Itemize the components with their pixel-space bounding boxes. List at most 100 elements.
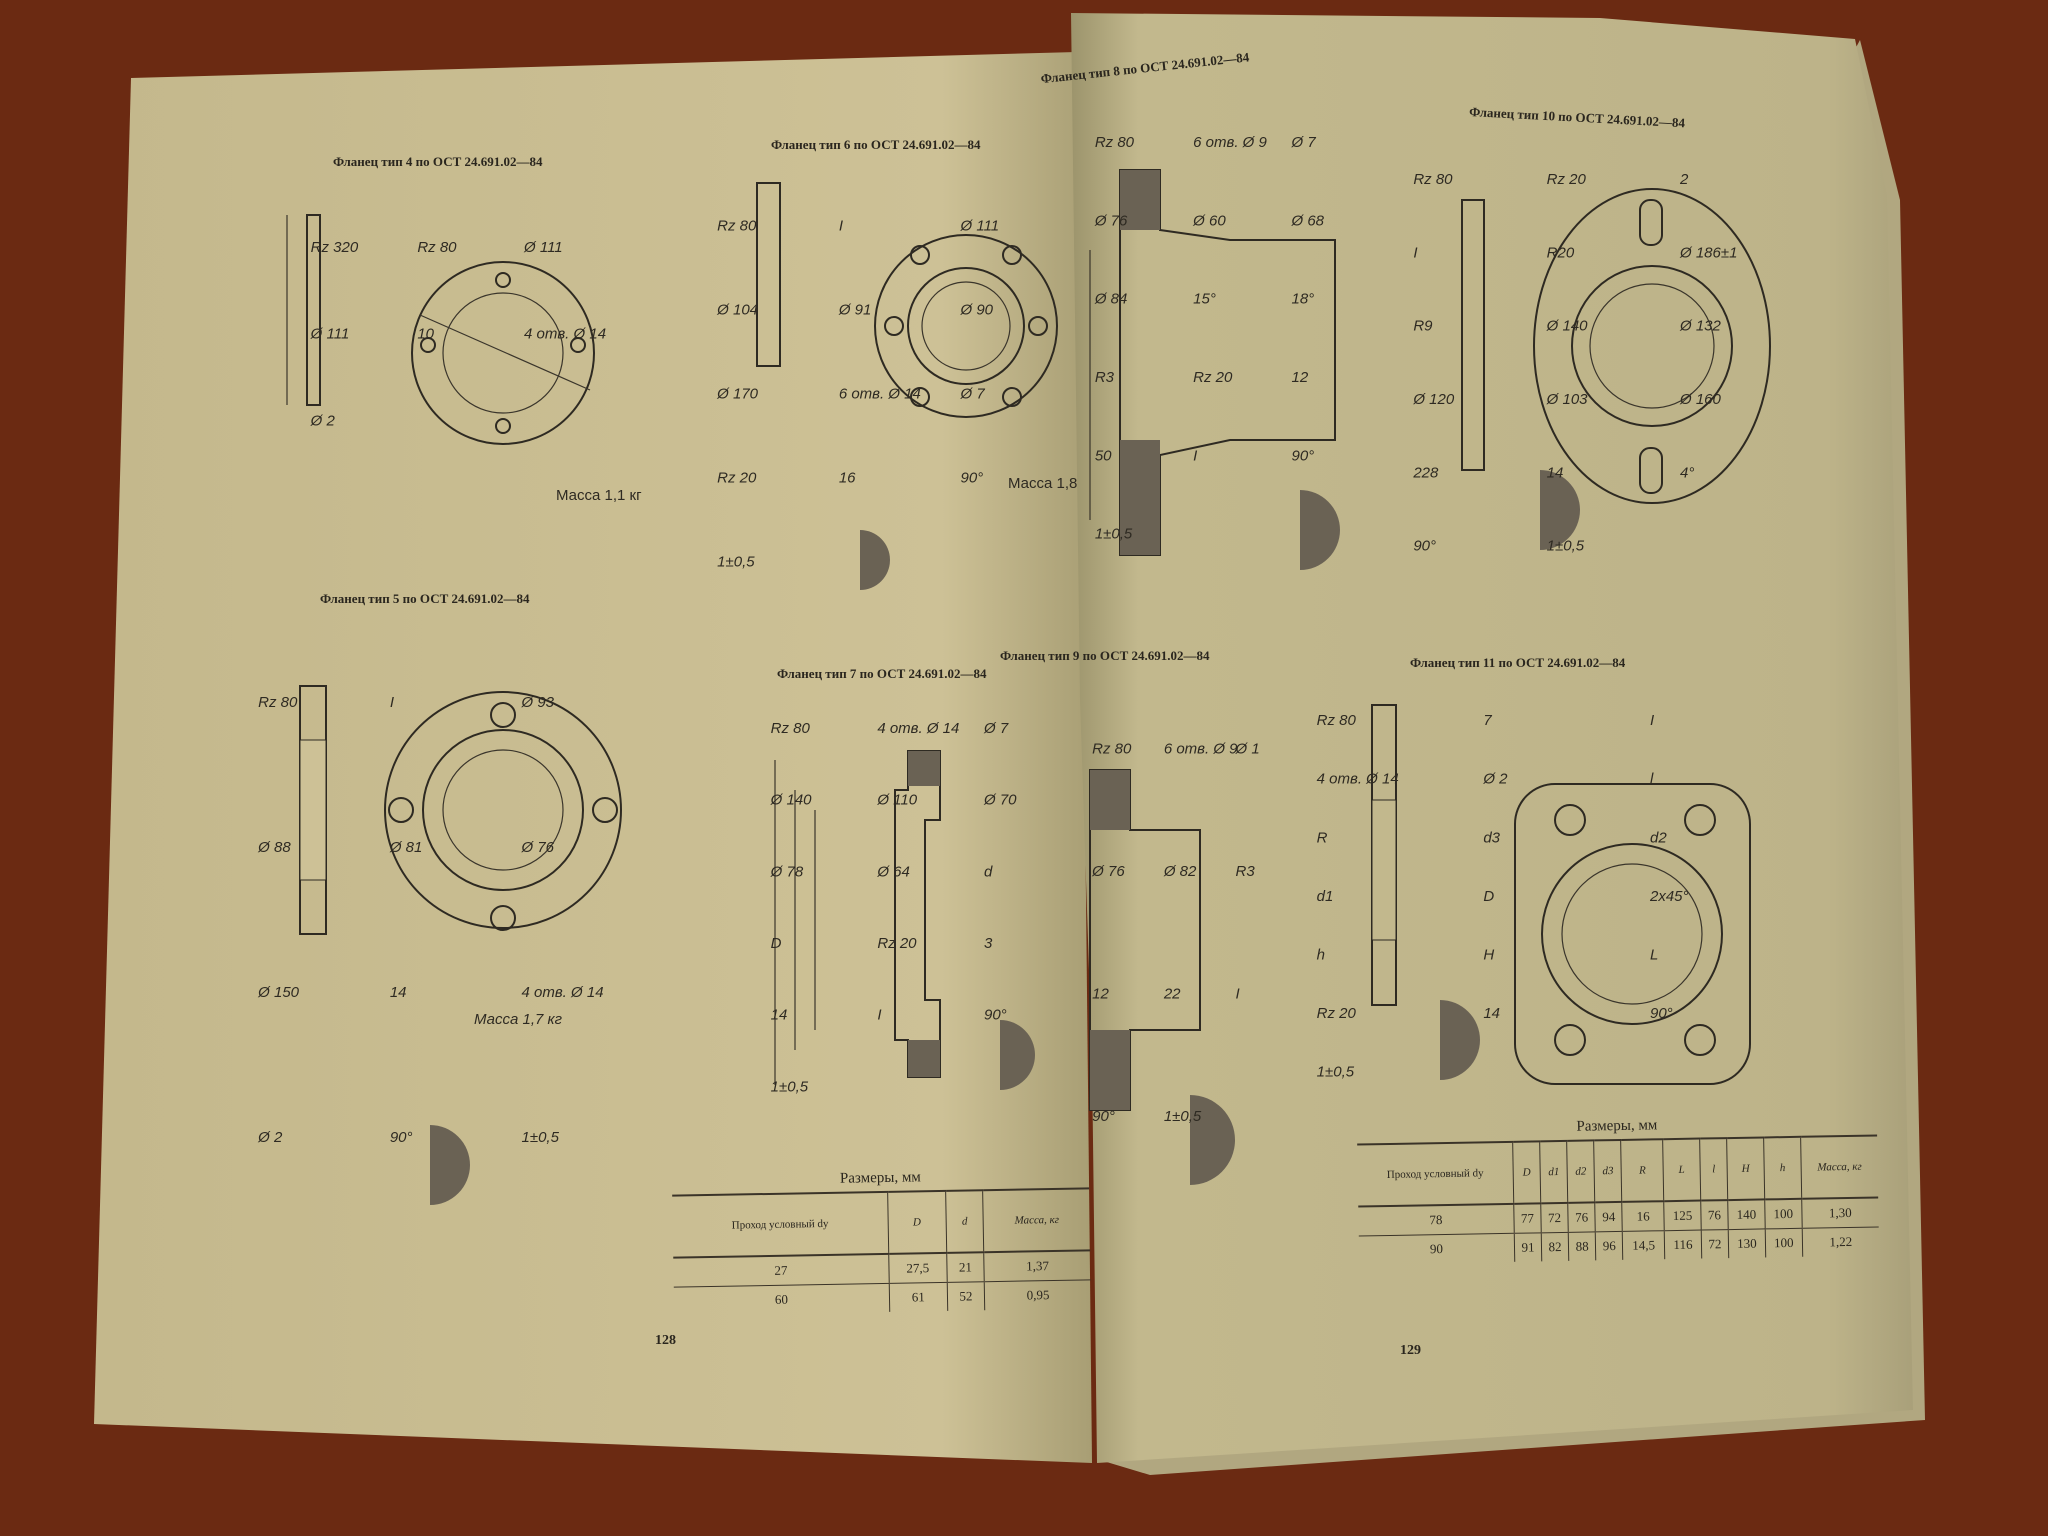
flange-5-title: Фланец тип 5 по ОСТ 24.691.02—84 xyxy=(320,591,530,606)
dimension-label: 90° xyxy=(1092,1108,1115,1125)
flange-type-7-drawing xyxy=(774,750,1035,1090)
dimension-label: Ø 111 xyxy=(960,217,1000,234)
dimension-label: Rz 20 xyxy=(877,935,917,952)
dimension-label: I xyxy=(1650,712,1654,729)
table-cell: 140 xyxy=(1727,1199,1766,1230)
dimension-label: L xyxy=(1650,946,1658,963)
dimension-label: 6 отв. Ø 9 xyxy=(1164,741,1238,758)
dimension-label: Rz 80 xyxy=(771,720,811,737)
dimension-label: Rz 80 xyxy=(1092,741,1132,758)
dimension-label: 4 отв. Ø 14 xyxy=(877,720,959,737)
dimension-label: R3 xyxy=(1236,863,1256,880)
table-cell: 72 xyxy=(1701,1229,1729,1259)
dimension-label: Ø 60 xyxy=(1192,212,1226,229)
dimension-label: 90° xyxy=(984,1007,1007,1024)
column-header: d3 xyxy=(1593,1139,1623,1203)
flange-4-mass: Масса 1,1 кг xyxy=(556,487,642,504)
table-cell: 125 xyxy=(1663,1200,1702,1231)
column-header: Проход условный dy xyxy=(1357,1141,1514,1207)
dimension-label: Ø 91 xyxy=(838,301,872,318)
flange-6-mass: Масса 1,8 xyxy=(1008,475,1077,492)
dimension-label: 4 отв. Ø 14 xyxy=(524,326,606,343)
flange-type-5-drawing xyxy=(299,685,622,1205)
table-cell: 96 xyxy=(1595,1231,1624,1261)
dimension-label: 2 xyxy=(1679,171,1689,188)
dimension-label: Ø 84 xyxy=(1094,291,1128,308)
dimension-label: I xyxy=(877,1007,881,1024)
flange-type-6-drawing xyxy=(756,182,1058,590)
dimension-label: Rz 80 xyxy=(717,217,757,234)
dimension-label: Ø 150 xyxy=(257,984,300,1001)
table-cell: 61 xyxy=(889,1282,948,1312)
dimension-label: Rz 20 xyxy=(1193,369,1233,386)
dimension-label: I xyxy=(839,217,843,234)
dimension-label: Ø 68 xyxy=(1291,212,1325,229)
dimension-label: 16 xyxy=(839,469,856,486)
dimension-label: I xyxy=(1236,986,1240,1003)
table-cell: 27,5 xyxy=(888,1252,947,1284)
dimension-label: R xyxy=(1317,829,1328,846)
dimension-label: Rz 80 xyxy=(1413,171,1453,188)
dimension-label: Ø 1 xyxy=(1235,741,1260,758)
dimension-label: 1±0,5 xyxy=(522,1129,560,1146)
dimension-label: Ø 2 xyxy=(310,412,336,429)
column-header: Масса, кг xyxy=(982,1188,1091,1253)
dimension-label: Ø 7 xyxy=(983,720,1009,737)
dimension-label: Ø 78 xyxy=(770,863,804,880)
dimension-label: 90° xyxy=(1292,447,1315,464)
dimension-label: Ø 88 xyxy=(257,839,291,856)
dimension-label: 22 xyxy=(1163,986,1181,1003)
dimension-label: Ø 70 xyxy=(983,792,1017,809)
column-header: l xyxy=(1699,1138,1728,1201)
table-cell: 0,95 xyxy=(984,1279,1092,1311)
table-cell: 21 xyxy=(946,1252,985,1283)
column-header: d2 xyxy=(1566,1140,1595,1203)
table-cell: 60 xyxy=(774,1291,789,1307)
dimension-label: Ø 82 xyxy=(1163,863,1197,880)
flange-type-8-drawing xyxy=(1089,169,1340,570)
dimension-label: h xyxy=(1317,946,1325,963)
dimension-label: Ø 160 xyxy=(1679,391,1722,408)
table-cell: 76 xyxy=(1567,1202,1596,1233)
dimension-label: Ø 7 xyxy=(1291,134,1317,151)
flange-11-title: Фланец тип 11 по ОСТ 24.691.02—84 xyxy=(1410,655,1626,670)
flange-7-title: Фланец тип 7 по ОСТ 24.691.02—84 xyxy=(777,666,987,681)
dimension-label: 1±0,5 xyxy=(1095,526,1133,543)
column-header: d1 xyxy=(1539,1140,1568,1204)
dimension-label: 1±0,5 xyxy=(1547,538,1585,555)
dimension-label: Rz 80 xyxy=(1095,134,1135,151)
dimension-label: 14 xyxy=(1547,464,1564,481)
dimension-label: 10 xyxy=(417,326,434,343)
dimension-label: 1±0,5 xyxy=(1164,1108,1202,1125)
dimension-label: Ø 64 xyxy=(876,863,910,880)
table-cell: 100 xyxy=(1765,1228,1803,1258)
flange-type-4-drawing xyxy=(286,214,595,445)
dimension-label: 90° xyxy=(1650,1005,1673,1022)
column-header: Проход условный dy xyxy=(672,1191,889,1258)
page-number-right: 129 xyxy=(1400,1343,1421,1358)
flange-type-10-drawing xyxy=(1461,188,1771,550)
dimension-label: d3 xyxy=(1483,829,1500,846)
table-cell: 90 xyxy=(1429,1241,1444,1257)
dimension-label: D xyxy=(1483,888,1494,905)
dimension-label: 2x45° xyxy=(1649,888,1689,905)
flange-type-11-drawing xyxy=(1371,704,1751,1085)
dimension-label: Rz 20 xyxy=(1317,1005,1357,1022)
dimension-label: Ø 7 xyxy=(960,385,986,402)
table-cell: 130 xyxy=(1728,1228,1766,1259)
table-cell: 27 xyxy=(673,1253,890,1288)
column-header: H xyxy=(1726,1137,1765,1201)
column-header: R xyxy=(1620,1139,1664,1202)
dimension-label: R20 xyxy=(1547,244,1575,261)
flange-5-mass: Масса 1,7 кг xyxy=(474,1011,563,1028)
dimension-label: 4° xyxy=(1680,464,1694,481)
dimension-label: Ø 140 xyxy=(770,792,813,809)
dimension-label: 3 xyxy=(984,935,993,952)
dimension-label: 12 xyxy=(1292,369,1309,386)
dimension-label: d2 xyxy=(1650,829,1667,846)
dimension-label: I xyxy=(390,694,394,711)
dimension-label: Ø 90 xyxy=(960,301,994,318)
dimension-label: H xyxy=(1483,946,1494,963)
